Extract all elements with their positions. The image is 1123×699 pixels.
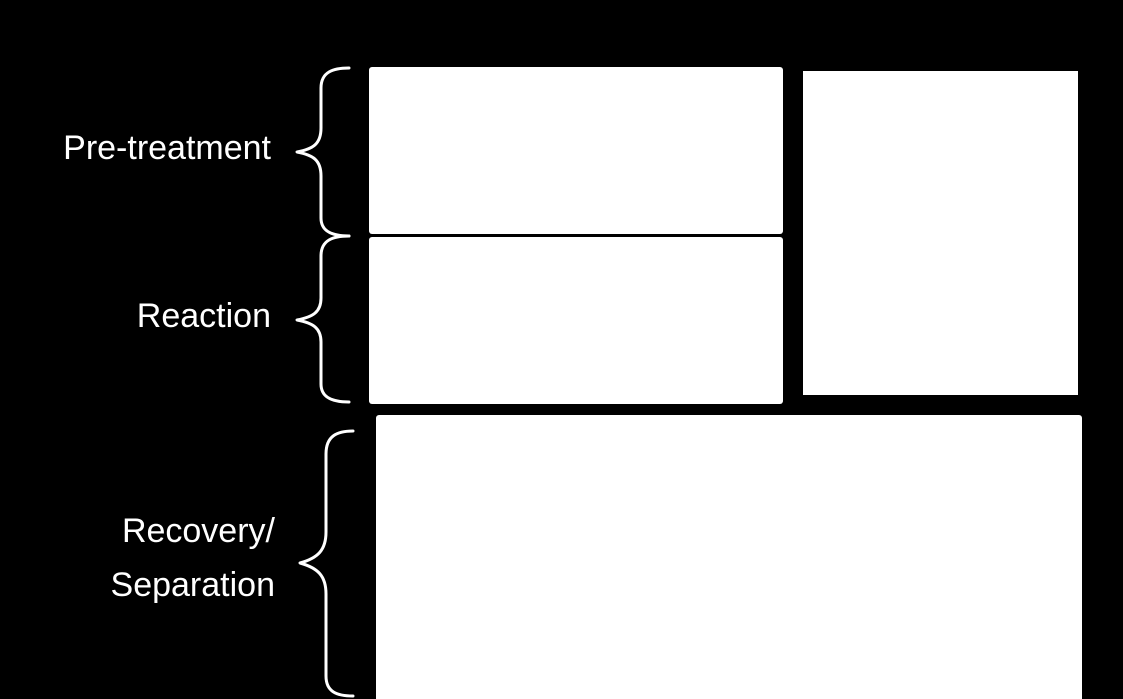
reaction-label: Reaction [136,297,271,335]
side-panel [803,71,1078,395]
recovery-separation-panel [376,415,1082,699]
pre-treatment-label: Pre-treatment [63,129,271,167]
pre-treatment-brace [295,66,351,238]
recovery-label-line-2: Separation [110,566,275,604]
recovery-label-line-1: Recovery/ [121,512,275,550]
pre-treatment-panel [369,67,783,234]
recovery-separation-brace [298,429,355,698]
reaction-brace [295,234,351,404]
recovery-separation-label: Recovery/ Separation [111,504,275,612]
reaction-panel [369,237,783,404]
